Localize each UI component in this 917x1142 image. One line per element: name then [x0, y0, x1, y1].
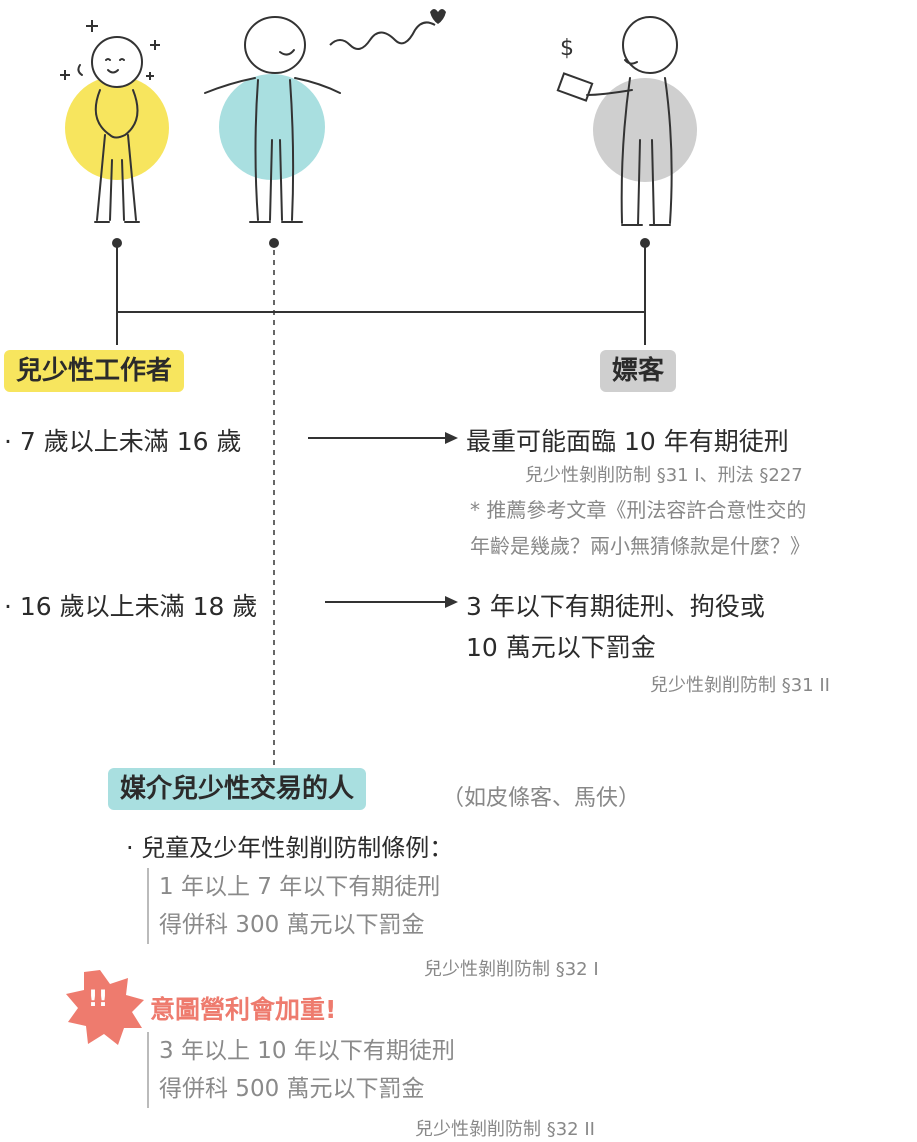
warning-text: 意圖營利會加重! — [150, 995, 337, 1024]
age-range-1: · 7 歲以上未滿 16 歲 — [4, 427, 242, 456]
arrow-icon — [308, 437, 445, 603]
person-talking-icon — [204, 16, 341, 223]
penalty-2-line-1: 3 年以下有期徒刑、拘役或 — [466, 592, 765, 621]
dollar-icon: $ — [560, 36, 574, 61]
basic-penalty-line-1: 1 年以上 7 年以下有期徒刑 — [159, 874, 441, 900]
sparkle-icon — [60, 20, 160, 80]
broker-note: （如皮條客、馬伕） — [442, 786, 641, 811]
citation-3: 兒少性剝削防制 §32 I — [424, 959, 599, 980]
age-range-2: · 16 歲以上未滿 18 歲 — [4, 592, 258, 621]
warning-burst-icon — [66, 970, 144, 1045]
basic-penalty-line-2: 得併科 300 萬元以下罰金 — [159, 912, 425, 938]
aggravated-penalty-block: 3 年以上 10 年以下有期徒刑 得併科 500 萬元以下罰金 — [147, 1032, 455, 1108]
aggravated-penalty-line-1: 3 年以上 10 年以下有期徒刑 — [159, 1038, 455, 1064]
penalty-1: 最重可能面臨 10 年有期徒刑 — [466, 427, 789, 456]
basic-penalty-block: 1 年以上 7 年以下有期徒刑 得併科 300 萬元以下罰金 — [147, 868, 440, 944]
aggravated-penalty-line-2: 得併科 500 萬元以下罰金 — [159, 1076, 425, 1102]
article-note-line-2: 年齡是幾歲？兩小無猜條款是什麼？》 — [470, 534, 810, 558]
broker-label: 媒介兒少性交易的人 — [108, 768, 367, 810]
warning-exclamation: !! — [88, 987, 109, 1012]
citation-4: 兒少性剝削防制 §32 II — [415, 1119, 595, 1140]
yellow-circle — [65, 76, 169, 180]
article-note-line-1: * 推薦參考文章《刑法容許合意性交的 — [470, 498, 807, 522]
heart-icon — [430, 9, 446, 24]
law-title: · 兒童及少年性剝削防制條例： — [126, 834, 454, 862]
client-figure-icon — [556, 16, 678, 226]
citation-1: 兒少性剝削防制 §31 I、刑法 §227 — [525, 465, 803, 486]
teal-circle — [219, 74, 325, 180]
speech-squiggle-icon — [329, 21, 436, 50]
client-label: 嫖客 — [600, 350, 677, 392]
penalty-2-line-2: 10 萬元以下罰金 — [466, 633, 656, 662]
child-worker-label: 兒少性工作者 — [4, 350, 185, 392]
child-figure-icon — [77, 36, 143, 223]
citation-2: 兒少性剝削防制 §31 II — [650, 675, 830, 696]
